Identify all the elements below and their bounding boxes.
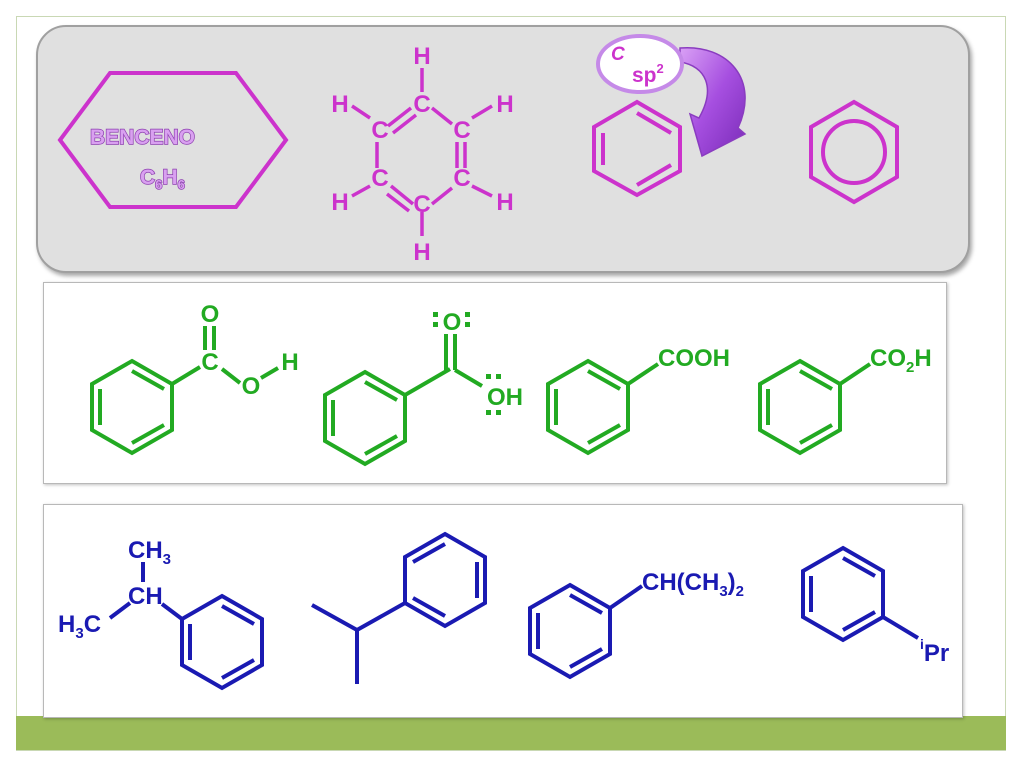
atom-h-top: H <box>413 43 430 70</box>
cumene-condensed <box>108 562 264 691</box>
methyl-top: CH3 <box>128 537 171 568</box>
curved-arrow-icon <box>679 47 747 158</box>
hydroxyl-oxygen: O <box>242 373 261 400</box>
benzoic-acid-lone-pairs <box>323 334 484 467</box>
benzoic-acid-labels: O C O H <box>201 301 299 400</box>
sp2-carbon-label: C <box>611 44 625 65</box>
benzoic-acid-cooh <box>546 358 660 456</box>
atom-h-bottom-right: H <box>496 189 513 216</box>
benzoic-acid-co2h <box>758 358 872 456</box>
slide-frame <box>16 16 1006 751</box>
hexagon-outline <box>57 71 289 209</box>
atom-h-top-left: H <box>331 91 348 118</box>
benzoic-acid-skeletal <box>90 326 280 456</box>
cumene-skeletal <box>311 531 487 684</box>
kekule-atom-labels: H C H C C H C C H H C H <box>331 43 513 266</box>
methyl-left: H3C <box>58 611 101 642</box>
kekule-structure <box>351 68 493 236</box>
sp2-hybridization-callout: C sp2 <box>596 34 747 158</box>
benzene-representations-panel <box>36 25 970 273</box>
kekule-hexagon <box>592 99 682 198</box>
lone-pair-hydroxyl: OH <box>487 384 523 411</box>
cooh-label: COOH <box>658 345 730 372</box>
lone-pair-carbonyl-oxygen: O <box>443 309 462 336</box>
ipr-label: iPr <box>920 636 949 667</box>
benzene-formula: C6H6 <box>140 166 185 192</box>
atom-h-bottom-left: H <box>331 189 348 216</box>
hydroxyl-hydrogen: H <box>281 349 298 376</box>
co2h-label: CO2H <box>870 345 932 376</box>
atom-c-top: C <box>413 91 430 118</box>
footer-bar <box>16 716 1006 750</box>
carboxyl-carbon: C <box>201 349 218 376</box>
atom-h-top-right: H <box>496 91 513 118</box>
lone-pair-labels: O OH <box>443 309 523 411</box>
benzene-name-hexagon: BENCENO C6H6 <box>57 71 289 209</box>
atom-h-bottom: H <box>413 239 430 266</box>
hexagon-title: BENCENO <box>90 126 195 149</box>
sp2-label: sp2 <box>632 61 664 87</box>
atom-c-top-right: C <box>453 117 470 144</box>
sp2-bubble <box>596 34 684 94</box>
lone-pair-dots <box>433 312 501 415</box>
cumene-ch-ch3-2 <box>528 582 644 680</box>
isopropyl-condensed-label: CH(CH3)2 <box>642 569 744 600</box>
cumene-ipr <box>801 545 920 643</box>
cumene-condensed-labels: CH3 CH H3C <box>58 537 171 642</box>
methine-ch: CH <box>128 583 163 610</box>
atom-c-top-left: C <box>371 117 388 144</box>
atom-c-bottom-right: C <box>453 165 470 192</box>
atom-c-bottom-left: C <box>371 165 388 192</box>
aromatic-hexagon <box>809 99 899 205</box>
carbonyl-oxygen: O <box>201 301 220 328</box>
atom-c-bottom: C <box>413 191 430 218</box>
